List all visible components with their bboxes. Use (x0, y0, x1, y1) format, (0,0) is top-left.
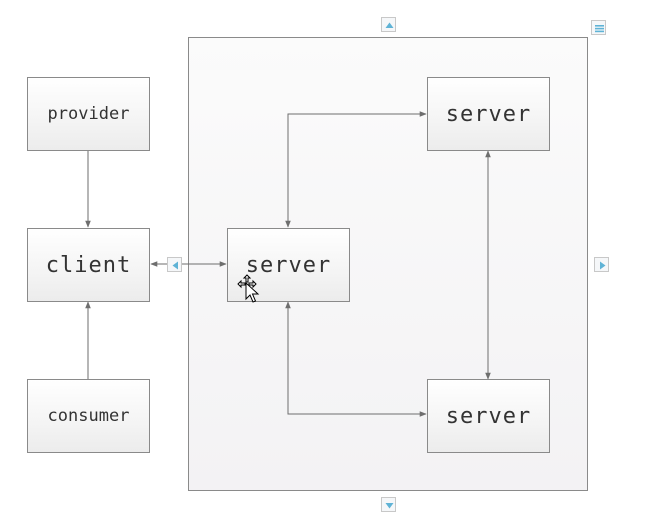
server-bottom-node[interactable]: server (427, 379, 550, 453)
triangle-down-icon[interactable] (381, 497, 396, 512)
menu-icon[interactable] (591, 20, 606, 35)
consumer-label: consumer (47, 406, 130, 426)
consumer-node[interactable]: consumer (27, 379, 150, 453)
client-label: client (45, 252, 132, 278)
server-center-node[interactable]: server (227, 228, 350, 302)
provider-node[interactable]: provider (27, 77, 150, 151)
server-bottom-label: server (445, 403, 532, 429)
client-node[interactable]: client (27, 228, 150, 302)
triangle-right-icon[interactable] (594, 257, 609, 272)
triangle-left-icon[interactable] (167, 257, 182, 272)
provider-label: provider (47, 104, 130, 124)
triangle-up-icon[interactable] (381, 17, 396, 32)
server-top-node[interactable]: server (427, 77, 550, 151)
server-center-label: server (245, 252, 332, 278)
server-top-label: server (445, 101, 532, 127)
